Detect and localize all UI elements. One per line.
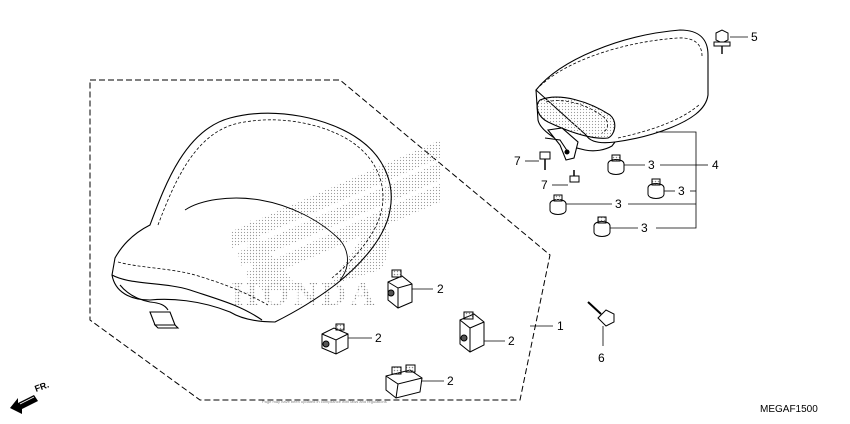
front-direction-label: FR. (33, 380, 50, 394)
callout-3-b: 3 (678, 184, 685, 198)
assembly-boundary (89, 79, 551, 401)
callout-6: 6 (598, 351, 605, 365)
seat-cushion-clip-b (321, 323, 349, 355)
front-direction-arrow: FR. (10, 380, 50, 414)
pillion-seat (535, 29, 709, 161)
honda-watermark-text: HONDA (232, 276, 379, 313)
seat-cushion-clip-c (459, 311, 485, 353)
callout-3-d: 3 (641, 221, 648, 235)
callout-1: 1 (557, 319, 564, 333)
callout-3-a: 3 (648, 158, 655, 172)
callout-7-a: 7 (514, 154, 521, 168)
callout-leaders-2 (348, 288, 505, 382)
diagram-code: MEGAF1500 (760, 404, 818, 415)
callout-3-c: 3 (615, 197, 622, 211)
rubber-stopper-c (549, 194, 567, 215)
seat-cushion-clip-d (385, 364, 423, 399)
main-seat (111, 112, 392, 329)
callout-5: 5 (751, 30, 758, 44)
callout-4: 4 (712, 158, 719, 172)
rubber-stopper-a (607, 154, 625, 175)
callout-2-a: 2 (437, 282, 444, 296)
screw-7-a (539, 151, 551, 170)
callout-2-c: 2 (508, 334, 515, 348)
seat-cushion-clip-a (387, 269, 413, 309)
screw-7-b (569, 170, 580, 183)
bolt-6 (587, 301, 615, 327)
callout-7-b: 7 (541, 178, 548, 192)
fine-print: Page may have been updated in compliance… (262, 399, 387, 404)
callout-2-b: 2 (375, 331, 382, 345)
bolt-5 (713, 29, 731, 54)
rubber-stopper-d (593, 216, 611, 237)
callout-2-d: 2 (447, 374, 454, 388)
rubber-stopper-b (647, 178, 665, 199)
callout-leaders-3-4 (566, 131, 708, 229)
